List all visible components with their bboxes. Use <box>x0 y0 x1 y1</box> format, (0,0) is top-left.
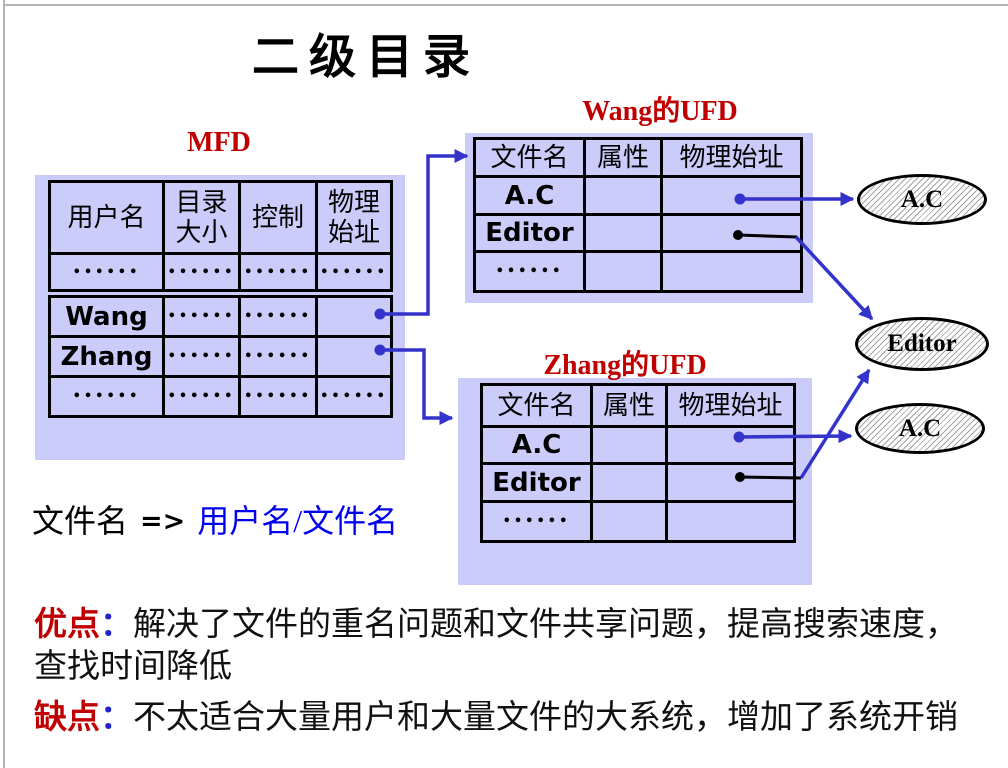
wang-ufd-cell <box>583 213 663 253</box>
zhang-ufd-header-filename: 文件名 <box>480 383 593 428</box>
wang-ufd-cell-ac: A.C <box>473 175 586 216</box>
mfd-cell: •••••• <box>238 335 318 378</box>
zhang-ufd-cell <box>590 462 668 503</box>
advantage-label: 优点 <box>34 607 100 643</box>
mfd-table-header-part: 用户名 目录 大小 控制 物理 始址 •••••• •••••• •••••• … <box>48 180 393 292</box>
advantage-colon: ： <box>100 607 133 643</box>
disadvantage-colon: ： <box>100 700 133 737</box>
zhang-ufd-cell <box>590 500 668 543</box>
wang-ufd-header-physaddr: 物理始址 <box>660 137 803 178</box>
mfd-label: MFD <box>187 127 251 158</box>
mfd-cell: •••••• <box>315 375 393 418</box>
mfd-cell-zhang-addr <box>315 335 393 378</box>
wang-ufd-header-filename: 文件名 <box>473 137 586 178</box>
slide-left-edge <box>3 0 5 768</box>
mfd-cell: •••••• <box>315 252 393 292</box>
mfd-cell-wang: Wang <box>48 295 165 338</box>
wang-ufd-cell <box>583 250 663 293</box>
mfd-cell: •••••• <box>48 252 165 292</box>
mapping-formula: 文件名 => 用户名/文件名 <box>32 496 398 542</box>
mfd-cell: •••••• <box>238 252 318 292</box>
mfd-cell: •••••• <box>162 335 241 378</box>
notes-section: 优点：解决了文件的重名问题和文件共享问题，提高搜索速度，查找时间降低 缺点：不太… <box>34 604 1000 740</box>
mfd-cell-wang-addr <box>315 295 393 338</box>
wang-ufd-cell-editor-addr <box>660 213 803 253</box>
advantage-text-line2: 查找时间降低 <box>34 649 232 686</box>
page-title: 二级目录 <box>252 32 480 84</box>
zhang-ufd-cell-editor-addr <box>665 462 796 503</box>
mfd-cell: •••••• <box>162 295 241 338</box>
zhang-ufd-cell-ac: A.C <box>480 425 593 465</box>
slide-top-edge <box>3 4 1008 6</box>
wang-ufd-cell-editor: Editor <box>473 213 586 253</box>
zhang-ufd-cell <box>665 500 796 543</box>
file-ellipse-label: A.C <box>900 185 944 213</box>
zhang-ufd-header-physaddr: 物理始址 <box>665 383 796 428</box>
advantage-text-line1: 解决了文件的重名问题和文件共享问题，提高搜索速度， <box>133 607 958 643</box>
wang-ufd-cell <box>583 175 663 216</box>
file-ellipse-label: A.C <box>898 414 942 442</box>
mfd-cell: •••••• <box>238 375 318 418</box>
advantage-note: 优点：解决了文件的重名问题和文件共享问题，提高搜索速度， 查找时间降低 <box>34 604 1000 688</box>
mfd-header-physaddr: 物理 始址 <box>315 180 393 255</box>
disadvantage-label: 缺点 <box>34 700 100 737</box>
wang-ufd-header-attr: 属性 <box>583 137 663 178</box>
zhang-ufd-cell: •••••• <box>480 500 593 543</box>
mfd-cell: •••••• <box>162 375 241 418</box>
wang-ufd-cell: •••••• <box>473 250 586 293</box>
mfd-cell-zhang: Zhang <box>48 335 165 378</box>
zhang-ufd-header-attr: 属性 <box>590 383 668 428</box>
file-ellipse-wang-ac: A.C <box>857 174 987 225</box>
mfd-header-username: 用户名 <box>48 180 165 255</box>
mapping-left: 文件名 <box>32 503 129 539</box>
disadvantage-note: 缺点：不太适合大量用户和大量文件的大系统，增加了系统开销 <box>34 697 1000 739</box>
mfd-cell: •••••• <box>162 252 241 292</box>
wang-ufd-cell-ac-addr <box>660 175 803 216</box>
zhang-ufd-cell-editor: Editor <box>480 462 593 503</box>
disadvantage-text: 不太适合大量用户和大量文件的大系统，增加了系统开销 <box>133 700 958 737</box>
mfd-cell: •••••• <box>48 375 165 418</box>
zhang-ufd-table: 文件名 属性 物理始址 A.C Editor •••••• <box>480 383 796 543</box>
mfd-header-dirsize: 目录 大小 <box>162 180 241 255</box>
file-ellipse-shared-editor: Editor <box>855 317 989 371</box>
wang-ufd-label: Wang的UFD <box>582 96 738 127</box>
file-ellipse-label: Editor <box>887 330 957 357</box>
wang-ufd-table: 文件名 属性 物理始址 A.C Editor •••••• <box>473 137 803 293</box>
maps-to-operator: => <box>140 506 186 537</box>
mfd-header-control: 控制 <box>238 180 318 255</box>
mfd-table-users-part: Wang •••••• •••••• Zhang •••••• •••••• •… <box>48 295 393 418</box>
file-ellipse-zhang-ac: A.C <box>855 403 985 454</box>
zhang-ufd-cell <box>590 425 668 465</box>
wang-ufd-cell <box>660 250 803 293</box>
zhang-ufd-cell-ac-addr <box>665 425 796 465</box>
mapping-right: 用户名/文件名 <box>197 503 399 539</box>
mfd-cell: •••••• <box>238 295 318 338</box>
zhang-ufd-label: Zhang的UFD <box>543 350 707 381</box>
